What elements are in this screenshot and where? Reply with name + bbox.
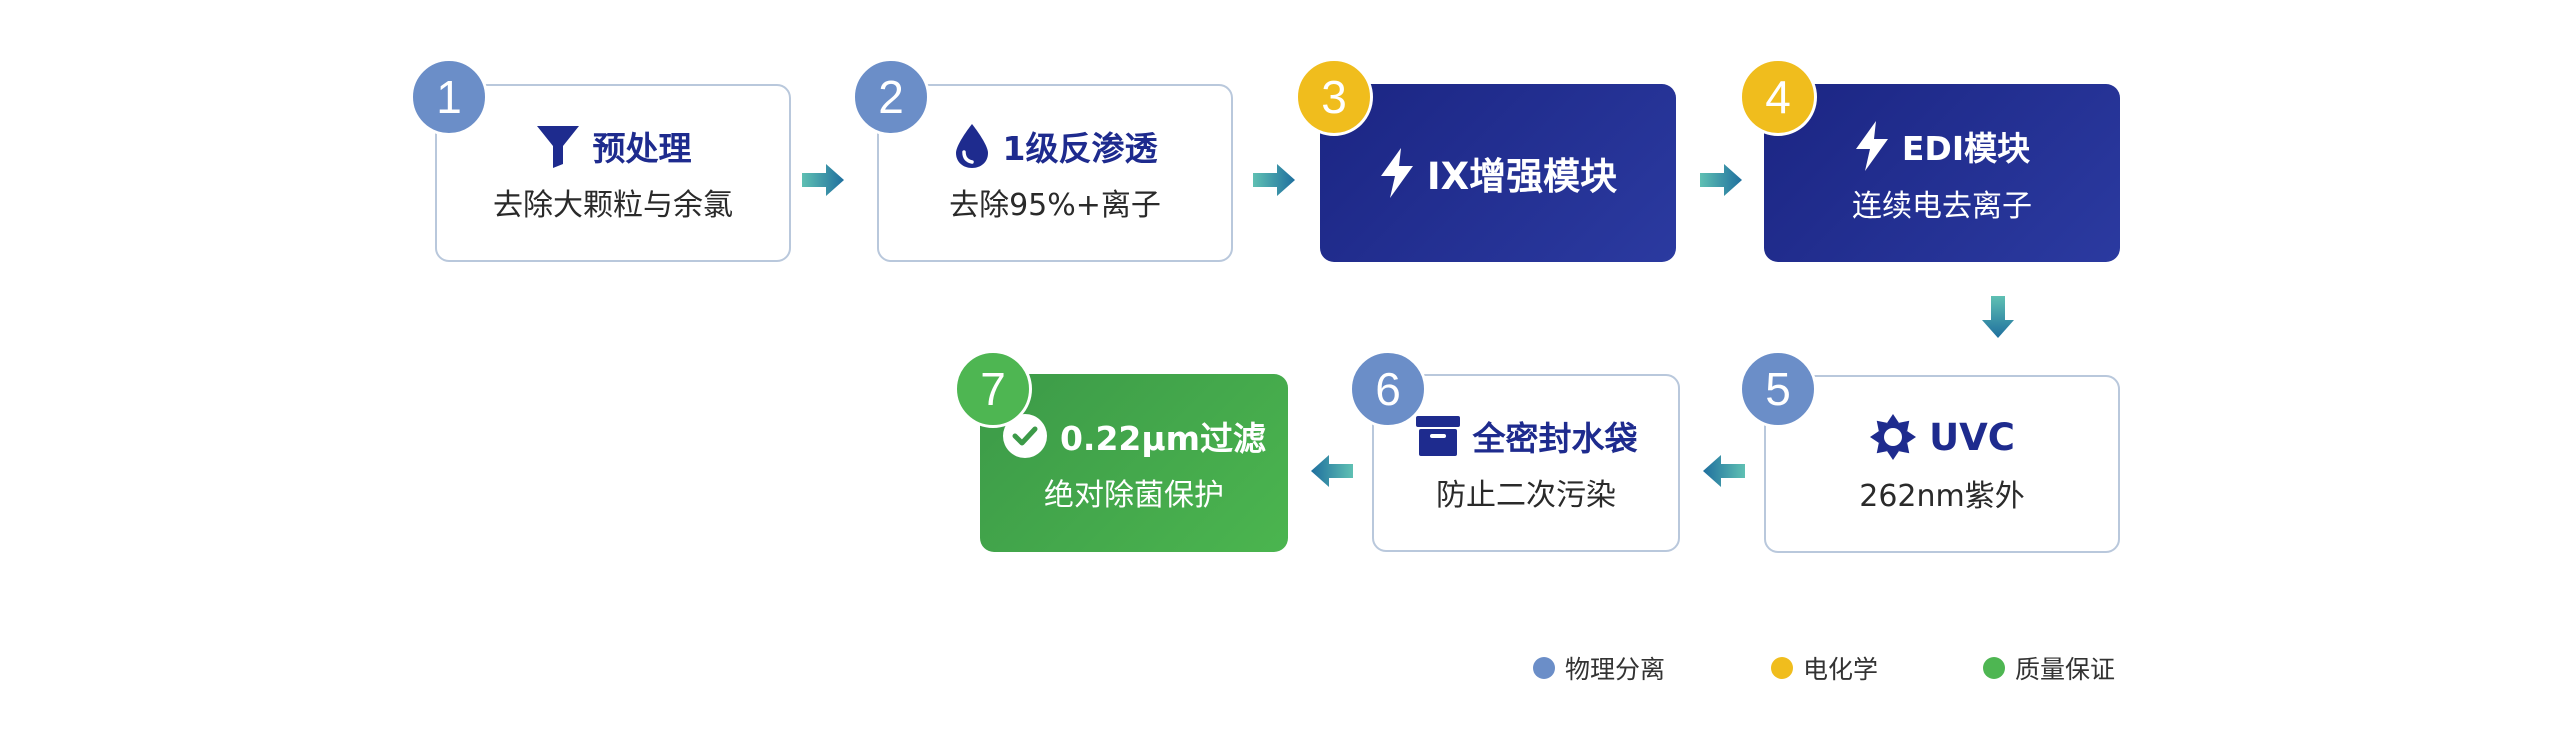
legend-item-chemical: 电化学 — [1771, 650, 1878, 686]
step-1-number-badge: 1 — [410, 58, 488, 136]
step-4-title: EDI模块 — [1901, 129, 2031, 168]
step-2-number-badge: 2 — [852, 58, 930, 136]
legend-dot-quality — [1983, 657, 2005, 679]
step-7-title: 0.22μm过滤 — [1059, 419, 1267, 458]
legend-item-quality: 质量保证 — [1983, 650, 2115, 686]
step-1-number: 1 — [436, 71, 462, 123]
step-4-title-row: EDI模块 — [1854, 121, 2030, 171]
step-3-title-row: IX增强模块 — [1379, 146, 1617, 200]
lightning-icon — [1379, 148, 1415, 198]
step-7-title-row: 0.22μm过滤 — [1002, 412, 1266, 460]
legend-label-quality: 质量保证 — [2015, 655, 2116, 684]
step-2-box: 1级反渗透 去除95%+离子 — [877, 84, 1233, 262]
arrow-right-icon — [1700, 164, 1742, 196]
step-7-box: 0.22μm过滤 绝对除菌保护 — [980, 374, 1288, 552]
step-5-title: UVC — [1929, 415, 2015, 459]
sun-gear-icon — [1869, 413, 1917, 461]
step-6-title-row: 全密封水袋 — [1415, 412, 1638, 460]
step-1-desc: 去除大颗粒与余氯 — [493, 188, 733, 223]
step-1-title: 预处理 — [592, 129, 692, 168]
legend-dot-physical — [1533, 657, 1555, 679]
step-5-number: 5 — [1765, 363, 1791, 415]
legend-label-chemical: 电化学 — [1803, 655, 1879, 684]
arrow-left-icon — [1703, 455, 1745, 487]
step-2-number: 2 — [878, 71, 904, 123]
step-7-number-badge: 7 — [954, 350, 1032, 428]
step-3-number: 3 — [1321, 71, 1347, 123]
step-2-title-row: 1级反渗透 — [953, 122, 1158, 170]
step-4-number: 4 — [1765, 71, 1791, 123]
step-4-desc: 连续电去离子 — [1852, 189, 2032, 224]
step-1-title-row: 预处理 — [535, 122, 692, 170]
step-2-title: 1级反渗透 — [1002, 129, 1158, 168]
arrow-right-icon — [1253, 164, 1295, 196]
step-4-number-badge: 4 — [1739, 58, 1817, 136]
water-drop-icon — [953, 122, 991, 170]
step-3-number-badge: 3 — [1295, 58, 1373, 136]
step-5-box: UVC 262nm紫外 — [1764, 375, 2120, 553]
step-3-title: IX增强模块 — [1426, 155, 1618, 198]
step-6-desc: 防止二次污染 — [1436, 478, 1616, 513]
step-6-number-badge: 6 — [1349, 350, 1427, 428]
storage-box-icon — [1415, 415, 1461, 457]
arrow-down-icon — [1982, 296, 2014, 338]
step-3-box: IX增强模块 — [1320, 84, 1676, 262]
legend-label-physical: 物理分离 — [1565, 655, 1666, 684]
arrow-left-icon — [1311, 455, 1353, 487]
step-6-number: 6 — [1375, 363, 1401, 415]
step-6-title: 全密封水袋 — [1472, 419, 1638, 458]
step-5-desc: 262nm紫外 — [1859, 479, 2025, 514]
step-7-number: 7 — [980, 363, 1006, 415]
arrow-right-icon — [802, 164, 844, 196]
legend-dot-chemical — [1771, 657, 1793, 679]
legend-item-physical: 物理分离 — [1533, 650, 1665, 686]
funnel-icon — [535, 124, 581, 168]
lightning-icon — [1854, 121, 1890, 171]
step-2-desc: 去除95%+离子 — [949, 188, 1161, 223]
step-5-number-badge: 5 — [1739, 350, 1817, 428]
check-circle-icon — [1002, 413, 1048, 459]
step-7-desc: 绝对除菌保护 — [1044, 478, 1224, 513]
step-4-box: EDI模块 连续电去离子 — [1764, 84, 2120, 262]
step-6-box: 全密封水袋 防止二次污染 — [1372, 374, 1680, 552]
step-1-box: 预处理 去除大颗粒与余氯 — [435, 84, 791, 262]
step-5-title-row: UVC — [1869, 413, 2015, 461]
